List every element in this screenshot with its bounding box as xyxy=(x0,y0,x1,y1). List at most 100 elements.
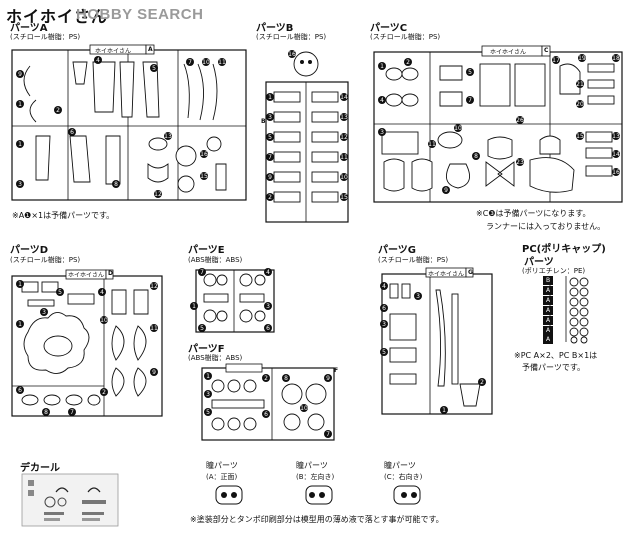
sprue-c-note-2: ランナーには入っておりません。 xyxy=(486,222,606,231)
sprue-g-title: パーツG xyxy=(378,245,417,256)
svg-text:5: 5 xyxy=(58,289,62,296)
pc-letter-1: B xyxy=(543,276,553,285)
svg-text:2: 2 xyxy=(56,107,60,114)
svg-text:1: 1 xyxy=(442,407,446,414)
svg-text:15: 15 xyxy=(340,194,348,201)
svg-text:14: 14 xyxy=(612,151,620,158)
sprue-d-letter: D xyxy=(108,270,113,277)
pc-title-2: パーツ xyxy=(524,257,554,268)
svg-text:13: 13 xyxy=(164,133,172,140)
svg-text:1: 1 xyxy=(18,101,22,108)
sprue-e-title: パーツE xyxy=(188,245,225,256)
svg-text:8: 8 xyxy=(284,375,288,382)
svg-text:6: 6 xyxy=(70,129,74,136)
eye-a-label: 瞳パーツ xyxy=(206,461,238,470)
sprue-g-material: (スチロール樹脂：PS) xyxy=(378,256,449,264)
pc-letter-2: A xyxy=(543,286,553,295)
page-title: ホイホイさん xyxy=(6,7,109,26)
svg-text:3: 3 xyxy=(18,181,22,188)
svg-text:9: 9 xyxy=(152,369,156,376)
sprue-f-title: パーツF xyxy=(188,344,225,355)
svg-text:1: 1 xyxy=(18,141,22,148)
svg-text:3: 3 xyxy=(268,114,272,121)
svg-text:10: 10 xyxy=(340,174,348,181)
sprue-g-letter: G xyxy=(468,269,473,276)
svg-text:2: 2 xyxy=(406,59,410,66)
pc-letter-4: A xyxy=(543,306,553,315)
svg-text:7: 7 xyxy=(200,269,204,276)
svg-text:5: 5 xyxy=(206,409,210,416)
svg-text:2: 2 xyxy=(480,379,484,386)
svg-text:9: 9 xyxy=(326,375,330,382)
svg-text:18: 18 xyxy=(612,55,620,62)
sprue-c-note-1: ※C❸は予備パーツになります。 xyxy=(476,209,591,218)
sprue-a-title: パーツA xyxy=(10,23,48,34)
footer-note: ※塗装部分とタンポ印刷部分は模型用の薄め液で落とす事が可能です。 xyxy=(190,515,444,524)
svg-text:3: 3 xyxy=(266,303,270,310)
svg-text:5: 5 xyxy=(200,325,204,332)
sprue-b-title: パーツB xyxy=(256,23,294,34)
svg-text:15: 15 xyxy=(576,133,584,140)
svg-text:16: 16 xyxy=(200,151,208,158)
pc-runner xyxy=(540,274,600,344)
svg-text:1: 1 xyxy=(206,373,210,380)
pc-letter-5: A xyxy=(543,316,553,325)
svg-text:8: 8 xyxy=(114,181,118,188)
sprue-b-frame: 16 1 14 3 13 5 12 7 11 9 10 2 15 xyxy=(258,50,358,226)
svg-text:5: 5 xyxy=(268,134,272,141)
svg-text:2: 2 xyxy=(102,389,106,396)
sprue-a-plate-label: ホイホイさん xyxy=(95,48,132,55)
sprue-d-plate-label: ホイホイさん xyxy=(68,272,105,279)
svg-text:3: 3 xyxy=(416,293,420,300)
svg-text:6: 6 xyxy=(382,305,386,312)
sprue-d-frame: 1 1 5 3 4 12 10 11 9 6 8 7 2 xyxy=(8,268,168,420)
svg-text:23: 23 xyxy=(516,159,524,166)
svg-text:1: 1 xyxy=(268,94,272,101)
svg-text:7: 7 xyxy=(326,431,330,438)
sprue-c-letter: C xyxy=(544,47,549,54)
svg-text:16: 16 xyxy=(612,169,620,176)
sprue-d-title: パーツD xyxy=(10,245,49,256)
svg-text:11: 11 xyxy=(150,325,158,332)
sprue-f-material: (ABS樹脂：ABS) xyxy=(188,354,243,362)
svg-text:4: 4 xyxy=(380,97,384,104)
svg-text:9: 9 xyxy=(268,174,272,181)
svg-text:9: 9 xyxy=(18,71,22,78)
svg-text:6: 6 xyxy=(18,387,22,394)
svg-text:2: 2 xyxy=(268,194,272,201)
svg-text:7: 7 xyxy=(70,409,74,416)
svg-text:10: 10 xyxy=(454,125,462,132)
svg-text:5: 5 xyxy=(152,65,156,72)
svg-text:3: 3 xyxy=(206,391,210,398)
svg-text:5: 5 xyxy=(382,349,386,356)
sprue-c-plate-label: ホイホイさん xyxy=(490,49,527,56)
sprue-a-note: ※A❶×1は予備パーツです。 xyxy=(12,211,115,220)
svg-text:1: 1 xyxy=(18,321,22,328)
svg-text:21: 21 xyxy=(576,81,584,88)
pc-material: (ポリエチレン：PE) xyxy=(522,267,586,275)
svg-text:13: 13 xyxy=(340,114,348,121)
pc-note-1: ※PC A×2、PC B×1は xyxy=(514,351,598,360)
svg-text:11: 11 xyxy=(340,154,348,161)
decal-sheet xyxy=(21,473,119,527)
svg-text:2: 2 xyxy=(264,375,268,382)
eye-b-sub: (B：左向き) xyxy=(296,473,335,481)
svg-text:6: 6 xyxy=(264,411,268,418)
svg-text:15: 15 xyxy=(200,173,208,180)
svg-text:5: 5 xyxy=(468,69,472,76)
eye-a-part xyxy=(214,484,244,506)
svg-text:6: 6 xyxy=(266,325,270,332)
sprue-f-frame: 1 3 5 2 6 8 9 10 7 xyxy=(196,363,338,444)
svg-text:1: 1 xyxy=(192,303,196,310)
svg-text:12: 12 xyxy=(340,134,348,141)
svg-text:3: 3 xyxy=(382,321,386,328)
svg-text:14: 14 xyxy=(340,94,348,101)
svg-text:20: 20 xyxy=(576,101,584,108)
svg-text:16: 16 xyxy=(288,51,296,58)
svg-text:8: 8 xyxy=(474,153,478,160)
svg-text:10: 10 xyxy=(202,59,210,66)
eye-c-sub: (C：右向き) xyxy=(384,473,423,481)
svg-text:10: 10 xyxy=(100,317,108,324)
sprue-b-letter: B xyxy=(261,118,266,125)
sprue-d-material: (スチロール樹脂：PS) xyxy=(10,256,81,264)
